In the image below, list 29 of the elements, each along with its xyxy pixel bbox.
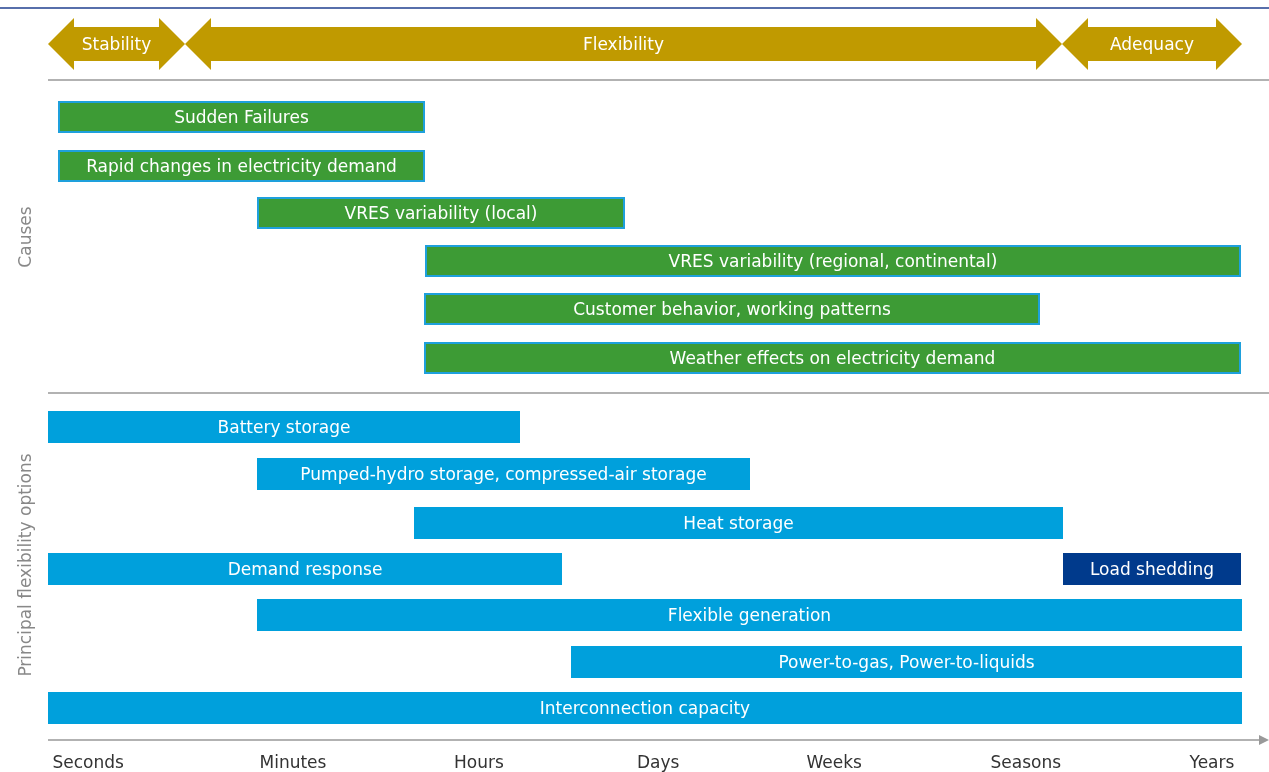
axis-tick-label: Seconds	[52, 752, 124, 772]
band-label: Stability	[81, 34, 152, 54]
option-bar: Load shedding	[1063, 553, 1241, 585]
cause-bar: VRES variability (local)	[257, 197, 625, 229]
cause-bar: Weather effects on electricity demand	[424, 342, 1241, 374]
axis-tick-label: Seasons	[990, 752, 1062, 772]
timescale-band	[185, 18, 1062, 70]
group-label: Principal flexibility options	[14, 453, 35, 677]
cause-bar: Customer behavior, working patterns	[424, 293, 1040, 325]
timescale-band	[48, 18, 185, 70]
band-label: Flexibility	[582, 34, 665, 54]
cause-bar: VRES variability (regional, continental)	[425, 245, 1241, 277]
axis-tick-label: Years	[1189, 752, 1235, 772]
cause-bar: Rapid changes in electricity demand	[58, 150, 425, 182]
group-label: Causes	[14, 206, 35, 268]
axis-tick-label: Weeks	[806, 752, 862, 772]
option-bar: Pumped-hydro storage, compressed-air storage	[257, 458, 750, 490]
axis-tick-label: Minutes	[259, 752, 327, 772]
option-bar: Flexible generation	[257, 599, 1242, 631]
option-bar: Heat storage	[414, 507, 1063, 539]
axis-tick-label: Hours	[454, 752, 504, 772]
option-bar: Power-to-gas, Power-to-liquids	[571, 646, 1242, 678]
timescale-band	[1062, 18, 1242, 70]
option-bar: Demand response	[48, 553, 562, 585]
option-bar: Interconnection capacity	[48, 692, 1242, 724]
axis-tick-label: Days	[637, 752, 680, 772]
band-label: Adequacy	[1110, 34, 1194, 54]
option-bar: Battery storage	[48, 411, 520, 443]
cause-bar: Sudden Failures	[58, 101, 425, 133]
